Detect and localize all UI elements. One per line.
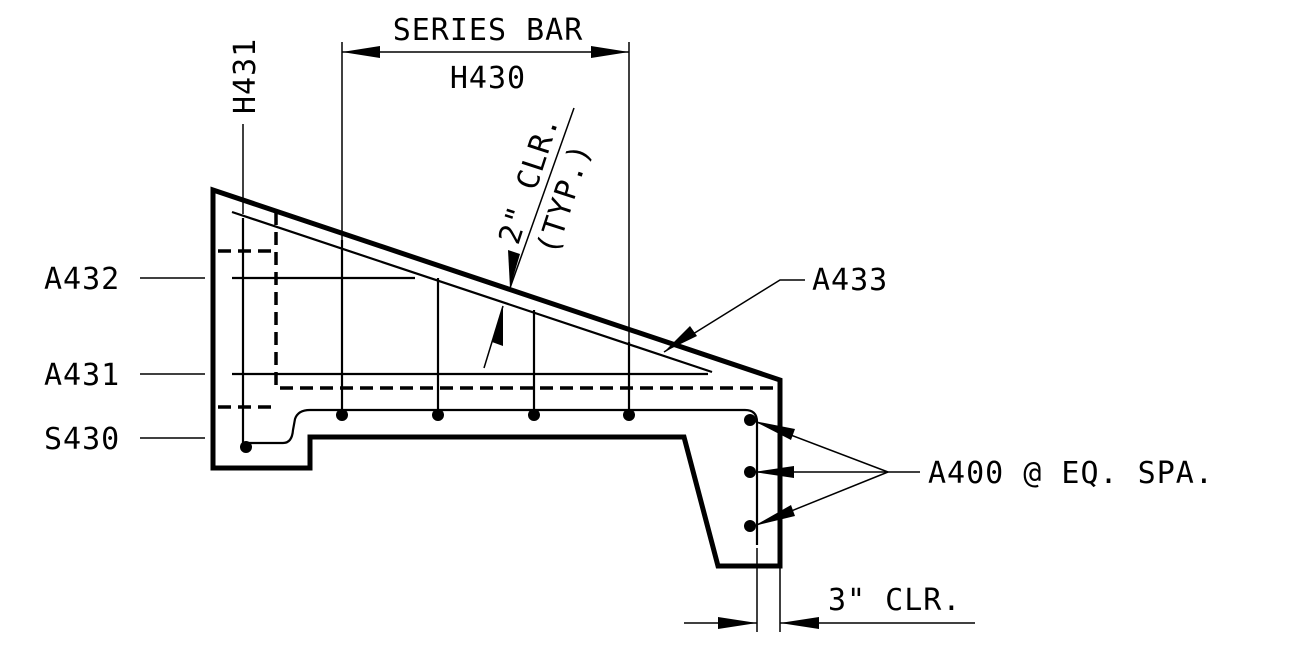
bar-dot [336,409,348,421]
a433-arrow [664,326,697,352]
bar-dot [744,520,756,532]
series-bar-label: SERIES BAR [393,13,584,48]
a400-arrow-3 [754,505,795,526]
a433-label: A433 [812,263,888,298]
bar-dot [623,409,635,421]
bar-dot [240,441,252,453]
clear-2in-leader [509,107,575,289]
bar-s430 [246,408,759,545]
a400-label: A400 @ EQ. SPA. [928,456,1214,491]
h430-label: H430 [450,61,526,96]
clear-3in-arrow-right [780,617,819,629]
series-arrow-left [342,46,380,58]
clear-2in-arrow-down [508,250,520,288]
a432-label: A432 [44,262,120,297]
a431-label: A431 [44,358,120,393]
s430-label: S430 [44,422,120,457]
clear-2in-leader-lower [483,305,504,369]
bar-a433 [231,210,713,374]
series-arrow-right [591,46,629,58]
a400-arrow-1 [754,421,795,440]
clear-3in-arrow-left [718,617,757,629]
a433-leader [663,279,805,353]
bar-dot [528,409,540,421]
clear-2in-arrow-up [492,306,503,346]
hidden-bar-vertical [274,212,780,390]
bar-dot [432,409,444,421]
concrete-outline [210,186,783,569]
a400-arrow-2 [754,466,794,478]
bar-dot [744,414,756,426]
clear-3in-label: 3" CLR. [828,583,961,618]
bar-dot [744,466,756,478]
h431-label: H431 [228,38,263,114]
